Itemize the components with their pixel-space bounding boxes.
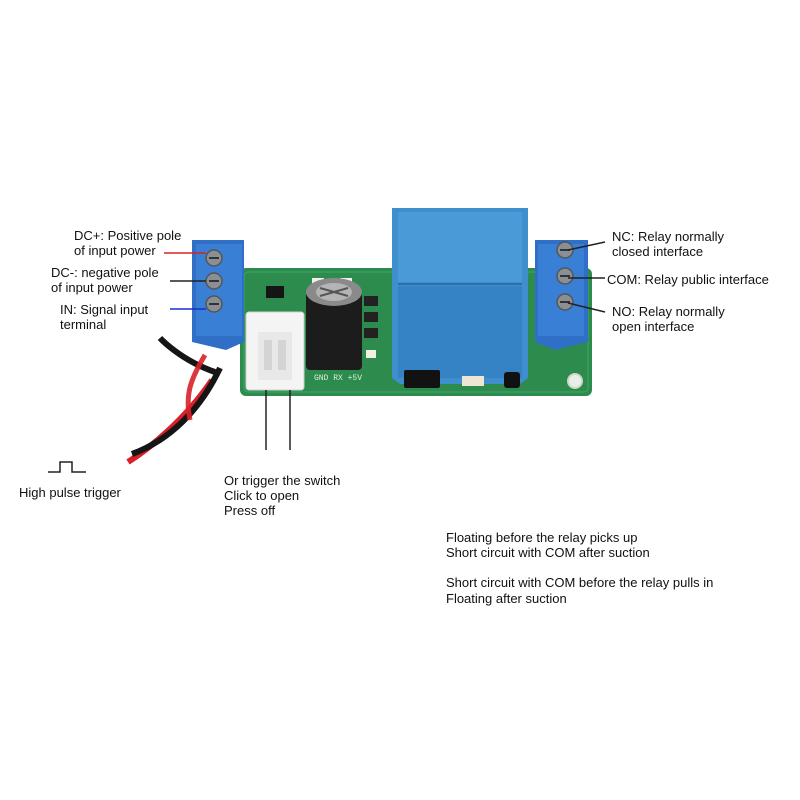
pulse-trigger-label: High pulse trigger xyxy=(19,485,121,500)
input-wires xyxy=(126,335,223,465)
in-label: IN: Signal input xyxy=(60,302,149,317)
nc-note-1: Floating before the relay picks up xyxy=(446,530,638,545)
dc-minus-label: DC-: negative pole xyxy=(51,265,159,280)
dc-plus-label-2: of input power xyxy=(74,243,156,258)
nc-label: NC: Relay normally xyxy=(612,229,724,244)
dc-minus-label-2: of input power xyxy=(51,280,133,295)
nc-label-2: closed interface xyxy=(612,244,704,259)
switch-label: Or trigger the switch xyxy=(224,473,341,488)
relay xyxy=(392,208,528,384)
pulse-symbol-icon xyxy=(48,461,86,473)
no-label-2: open interface xyxy=(612,319,695,334)
board-silkscreen: GND RX +5V xyxy=(314,374,362,383)
mounting-hole xyxy=(567,373,583,389)
nc-note-2: Short circuit with COM after suction xyxy=(446,545,650,560)
switch-leader-lines xyxy=(265,390,291,450)
switch-label-2: Click to open xyxy=(224,488,300,503)
no-note-2: Floating after suction xyxy=(446,591,567,606)
switch-label-3: Press off xyxy=(224,503,276,518)
nc-leader xyxy=(567,241,606,251)
com-label: COM: Relay public interface xyxy=(607,272,769,287)
no-leader xyxy=(567,302,606,313)
no-note-1: Short circuit with COM before the relay … xyxy=(446,575,714,590)
no-label: NO: Relay normally xyxy=(612,304,725,319)
right-terminal-block xyxy=(535,240,588,350)
capacitor xyxy=(306,278,362,370)
white-connector xyxy=(245,311,305,391)
left-terminal-block xyxy=(192,240,244,350)
in-label-2: terminal xyxy=(60,317,107,332)
dc-plus-label: DC+: Positive pole xyxy=(74,228,182,243)
